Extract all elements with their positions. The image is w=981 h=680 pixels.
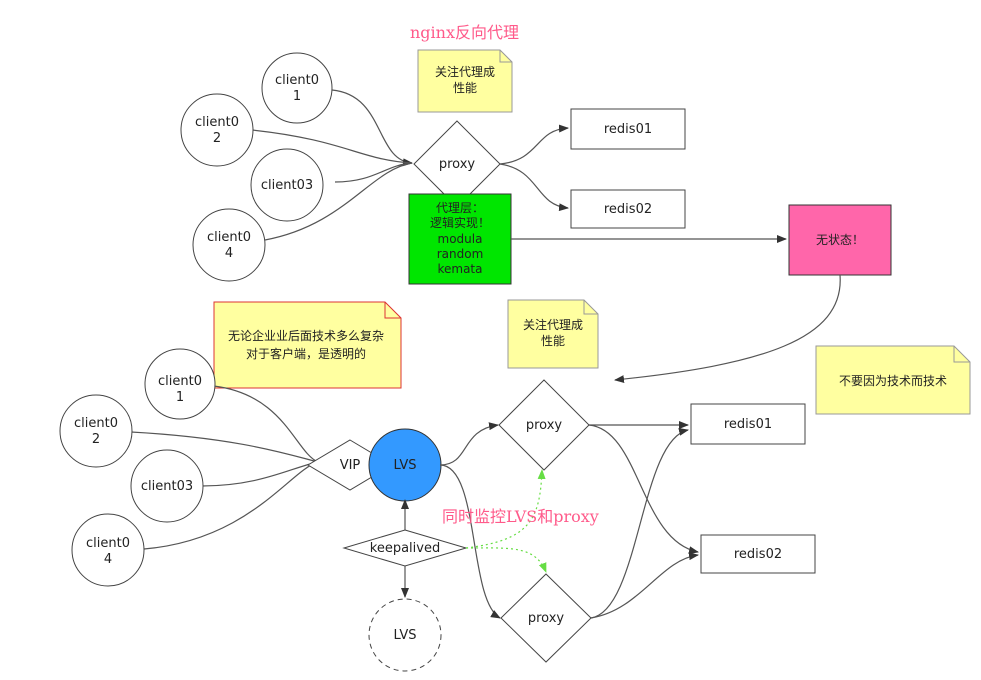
keepalived-node: keepalived — [342, 529, 468, 567]
note-top-line2: 性能 — [453, 81, 477, 95]
note-no-tech-for-tech: 不要因为技术而技术 — [815, 345, 971, 415]
client-04-top: client0 4 — [192, 208, 266, 282]
svg-text:1: 1 — [176, 390, 184, 405]
svg-text:redis02: redis02 — [604, 202, 652, 217]
svg-text:client03: client03 — [261, 178, 313, 193]
stateless-box: 无状态！ — [788, 204, 892, 276]
svg-text:1: 1 — [293, 89, 301, 104]
proxy-bottom-2: proxy — [500, 573, 592, 663]
redis01-bottom: redis01 — [690, 403, 806, 445]
note-top-line1: 关注代理成 — [435, 64, 495, 79]
svg-text:modula: modula — [438, 232, 483, 246]
svg-text:LVS: LVS — [394, 628, 417, 643]
redis01-top: redis01 — [570, 108, 686, 150]
client-02-top: client0 2 — [180, 93, 254, 167]
svg-text:对于客户端，是透明的: 对于客户端，是透明的 — [246, 346, 366, 361]
svg-text:client0: client0 — [275, 73, 319, 88]
svg-text:不要因为技术而技术: 不要因为技术而技术 — [839, 374, 947, 388]
svg-text:client0: client0 — [74, 416, 118, 431]
svg-text:逻辑实现！: 逻辑实现！ — [430, 215, 490, 230]
proxy-layer-box: 代理层： 逻辑实现！ modula random kemata — [408, 193, 512, 285]
redis02-bottom: redis02 — [700, 534, 816, 574]
svg-text:4: 4 — [104, 552, 112, 567]
svg-text:VIP: VIP — [340, 458, 361, 473]
svg-text:LVS: LVS — [394, 458, 417, 473]
svg-text:性能: 性能 — [541, 334, 565, 348]
note-proxy-performance-mid: 关注代理成 性能 — [507, 299, 599, 369]
svg-text:keepalived: keepalived — [370, 541, 440, 556]
svg-text:无状态！: 无状态！ — [816, 233, 864, 247]
client-02-bottom: client0 2 — [59, 394, 133, 468]
svg-text:kemata: kemata — [437, 262, 482, 276]
svg-text:2: 2 — [92, 432, 100, 447]
svg-text:client0: client0 — [158, 374, 202, 389]
redis02-top: redis02 — [570, 189, 686, 229]
svg-text:proxy: proxy — [439, 157, 476, 172]
svg-text:client03: client03 — [141, 479, 193, 494]
nginx-title: nginx反向代理 — [410, 23, 519, 42]
svg-text:redis01: redis01 — [604, 122, 652, 137]
client-01-top: client0 1 — [261, 52, 333, 124]
client-04-bottom: client0 4 — [71, 513, 145, 587]
svg-text:client0: client0 — [207, 230, 251, 245]
note-proxy-performance-top: 关注代理成 性能 — [417, 49, 513, 113]
client-03-top: client03 — [250, 148, 324, 222]
svg-text:proxy: proxy — [526, 418, 563, 433]
svg-text:client0: client0 — [86, 536, 130, 551]
svg-text:4: 4 — [225, 246, 233, 261]
lvs-standby: LVS — [368, 598, 442, 672]
svg-text:random: random — [437, 247, 484, 261]
client-edges-bottom — [130, 385, 319, 550]
note-enterprise: 无论企业业后面技术多么复杂 对于客户端，是透明的 — [213, 301, 402, 389]
client-01-bottom: client0 1 — [144, 348, 216, 420]
svg-text:proxy: proxy — [528, 611, 565, 626]
svg-text:2: 2 — [213, 131, 221, 146]
svg-text:redis01: redis01 — [724, 417, 772, 432]
svg-text:redis02: redis02 — [734, 547, 782, 562]
svg-text:client0: client0 — [195, 115, 239, 130]
client-edges-top — [251, 89, 413, 241]
lvs-active: LVS — [368, 428, 442, 502]
svg-text:关注代理成: 关注代理成 — [523, 317, 583, 332]
svg-text:代理层：: 代理层： — [436, 201, 484, 215]
proxy-bottom-1: proxy — [498, 379, 590, 471]
client-03-bottom: client03 — [130, 449, 204, 523]
monitor-label: 同时监控LVS和proxy — [442, 507, 599, 526]
svg-text:无论企业业后面技术多么复杂: 无论企业业后面技术多么复杂 — [228, 328, 384, 343]
proxy-top: proxy — [413, 120, 501, 208]
